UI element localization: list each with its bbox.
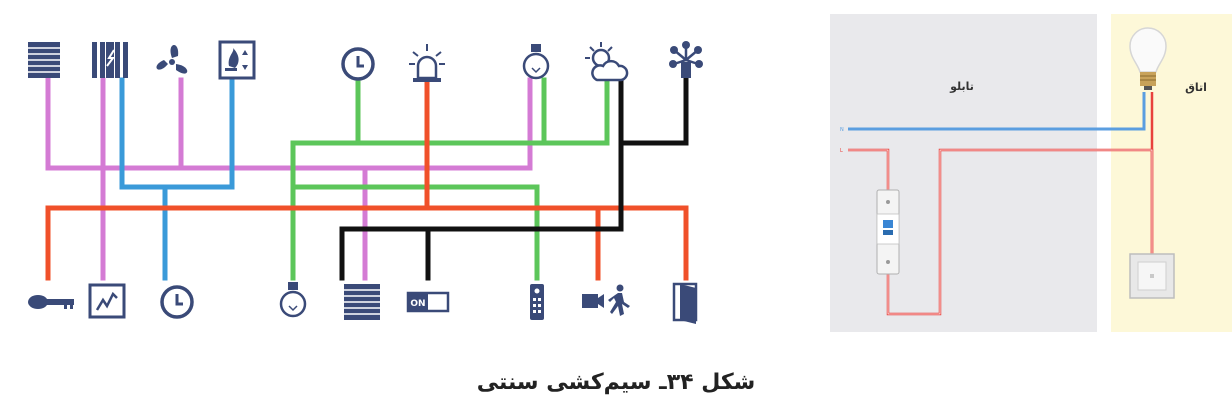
line-label: L: [840, 148, 843, 154]
network-icon: [669, 41, 703, 78]
fan-icon: [156, 44, 188, 74]
figure-caption: شکل ۳۴ـ سیم‌کشی سنتی: [476, 370, 756, 395]
clock-icon: [341, 47, 375, 81]
camera-motion-icon: [582, 284, 630, 316]
bus-diagram: [45, 77, 689, 281]
key-icon: [28, 295, 74, 309]
top-icons: [28, 40, 703, 82]
radiator-icon: [92, 42, 128, 78]
blind-icon: [344, 284, 380, 320]
lamp-icon: [279, 282, 307, 318]
lamp-icon: [522, 44, 550, 80]
panel-label: تابلو: [949, 80, 974, 93]
on-switch-icon: ON: [406, 291, 450, 313]
wall-switch-icon: [1129, 253, 1175, 299]
neutral-wire: [848, 92, 1146, 131]
blue-bus: [119, 77, 235, 281]
panel-area: [830, 14, 1097, 332]
clock-icon: [160, 285, 194, 319]
circuit-breaker-icon: [876, 189, 900, 275]
neutral-label: N: [840, 127, 844, 133]
room-label: اتاق: [1185, 81, 1207, 94]
alarm-light-icon: [409, 44, 445, 82]
bottom-icons: ON: [28, 282, 698, 324]
door-icon: [672, 282, 698, 324]
weather-icon: [585, 42, 629, 82]
blind-icon: [28, 42, 60, 78]
remote-icon: [530, 284, 544, 320]
light-bulb-icon: [1129, 27, 1167, 90]
traditional-wiring: تابلو اتاق N L: [830, 14, 1232, 332]
switch-on-label: ON: [410, 299, 425, 309]
orange-bus: [45, 77, 689, 281]
black-bus: [339, 77, 689, 281]
thermostat-icon: [218, 40, 256, 80]
chart-monitor-icon: [88, 283, 126, 319]
